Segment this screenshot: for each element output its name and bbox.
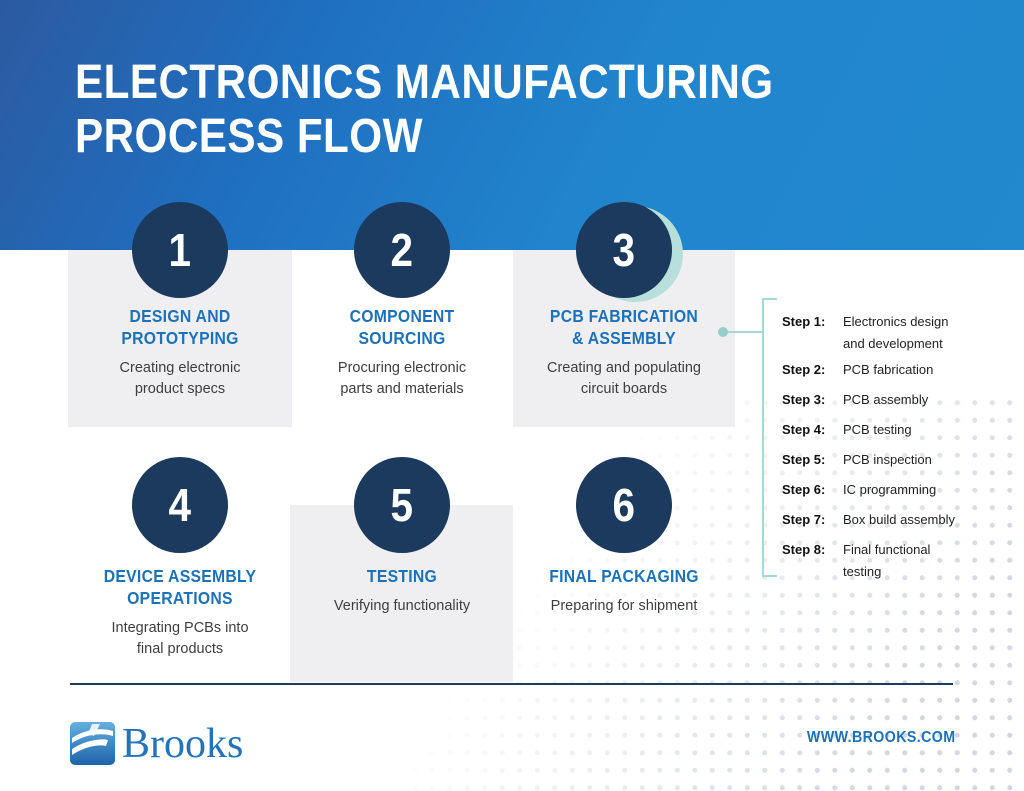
step-list-label-1: Step 1: xyxy=(782,314,826,329)
step-title-4: DEVICE ASSEMBLY OPERATIONS xyxy=(103,566,257,608)
step-title-1: DESIGN AND PROTOTYPING xyxy=(121,306,239,348)
step-block-1: DESIGN AND PROTOTYPING Creating electron… xyxy=(65,305,295,399)
brooks-wordmark: Brooks xyxy=(122,721,244,767)
step-list-row-3: Step 3: PCB assembly xyxy=(782,389,928,411)
step-block-2: COMPONENT SOURCING Procuring electronic … xyxy=(287,305,517,399)
page-title: ELECTRONICS MANUFACTURING PROCESS FLOW xyxy=(75,56,774,163)
step-block-5: TESTING Verifying functionality xyxy=(287,565,517,617)
step-list-label-5: Step 5: xyxy=(782,452,826,467)
step-list-text-6: IC programming xyxy=(843,482,937,497)
step-list-text-4: PCB testing xyxy=(843,422,912,437)
step-title-6: FINAL PACKAGING xyxy=(549,566,699,586)
step-description-2: Procuring electronic parts and materials xyxy=(337,360,467,397)
step-list-label-7: Step 7: xyxy=(782,512,826,527)
step-title-3: PCB FABRICATION & ASSEMBLY xyxy=(549,306,699,348)
step-list-label-6: Step 6: xyxy=(782,482,826,497)
step-description-6: Preparing for shipment xyxy=(550,598,698,614)
divider-line xyxy=(70,683,953,685)
step-number-3: 3 xyxy=(612,224,636,276)
step-list-text-1: Electronics design and development xyxy=(843,314,949,351)
connector-line xyxy=(723,331,763,333)
step-list-row-1: Step 1: Electronics design and developmen… xyxy=(782,311,949,355)
step-number-5: 5 xyxy=(390,479,414,531)
step-number-6: 6 xyxy=(612,479,636,531)
step-description-3: Creating and populating circuit boards xyxy=(547,360,701,397)
step-list-row-8: Step 8: Final functional testing xyxy=(782,539,930,583)
website-link[interactable]: WWW.BROOKS.COM xyxy=(806,729,955,746)
step-title-5: TESTING xyxy=(366,566,438,586)
step-list-text-7: Box build assembly xyxy=(843,512,955,527)
step-number-2: 2 xyxy=(390,224,414,276)
step-list-label-3: Step 3: xyxy=(782,392,826,407)
step-list-label-8: Step 8: xyxy=(782,542,826,557)
step-list-row-4: Step 4: PCB testing xyxy=(782,419,912,441)
step-number-4: 4 xyxy=(168,479,192,531)
step-circle-1: 1 xyxy=(132,202,228,298)
step-list-row-6: Step 6: IC programming xyxy=(782,479,936,501)
step-list-text-2: PCB fabrication xyxy=(843,362,934,377)
bracket-bottom-cap xyxy=(762,575,777,577)
connector-dot xyxy=(718,327,728,337)
step-circle-6: 6 xyxy=(576,457,672,553)
step-list-text-3: PCB assembly xyxy=(843,392,929,407)
step-block-4: DEVICE ASSEMBLY OPERATIONS Integrating P… xyxy=(65,565,295,659)
step-list-label-2: Step 2: xyxy=(782,362,826,377)
step-title-2: COMPONENT SOURCING xyxy=(349,306,455,348)
brooks-logo: Brooks xyxy=(70,722,243,766)
step-description-4: Integrating PCBs into final products xyxy=(111,620,249,657)
header-banner: ELECTRONICS MANUFACTURING PROCESS FLOW xyxy=(0,0,1024,250)
bracket-vertical-line xyxy=(762,298,764,577)
step-list-label-4: Step 4: xyxy=(782,422,826,437)
step-circle-3: 3 xyxy=(576,202,672,298)
step-block-3: PCB FABRICATION & ASSEMBLY Creating and … xyxy=(509,305,739,399)
step-circle-4: 4 xyxy=(132,457,228,553)
step-list-text-8: Final functional testing xyxy=(843,542,931,579)
step-block-6: FINAL PACKAGING Preparing for shipment xyxy=(509,565,739,617)
step-circle-2: 2 xyxy=(354,202,450,298)
step-number-1: 1 xyxy=(168,224,192,276)
step-list-row-2: Step 2: PCB fabrication xyxy=(782,359,933,381)
step-circle-5: 5 xyxy=(354,457,450,553)
step-description-5: Verifying functionality xyxy=(333,598,471,614)
brooks-logo-icon xyxy=(70,722,115,765)
bracket-top-cap xyxy=(762,298,777,300)
step-list-text-5: PCB inspection xyxy=(843,452,932,467)
step-list-row-5: Step 5: PCB inspection xyxy=(782,449,932,471)
step-list-row-7: Step 7: Box build assembly xyxy=(782,509,955,531)
step-description-1: Creating electronic product specs xyxy=(119,360,241,397)
